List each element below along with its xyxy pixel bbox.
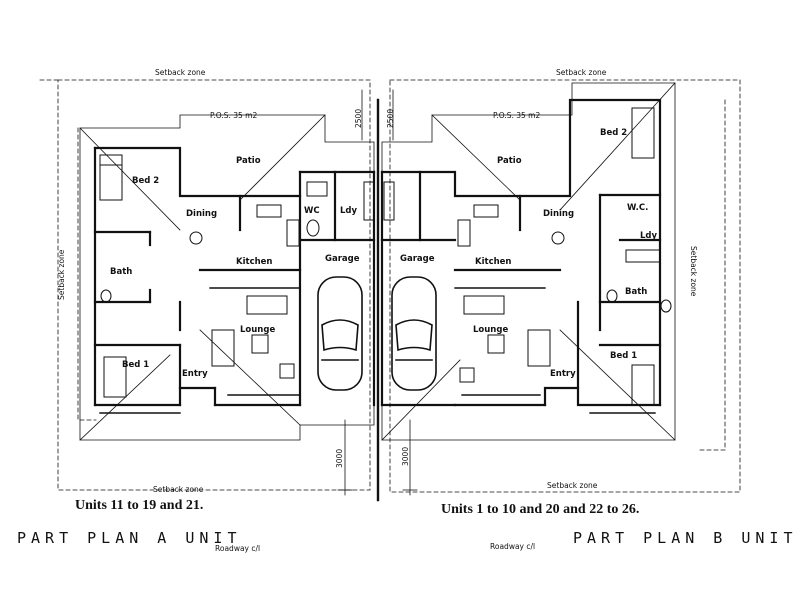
dimension-top-right: 2500 <box>386 108 395 128</box>
car-icon <box>317 276 363 391</box>
unit-a-furniture <box>99 154 375 398</box>
unit-a-room-ldy: Ldy <box>340 206 358 216</box>
unit-a-room-bed2: Bed 2 <box>132 176 160 186</box>
unit-b-walls <box>380 98 662 407</box>
pos-label-left: P.O.S. 35 m2 <box>210 111 258 120</box>
unit-b-room-bed1: Bed 1 <box>610 351 638 361</box>
caption-left: Units 11 to 19 and 21. <box>75 498 204 513</box>
unit-b-room-ldy: Ldy <box>640 231 658 241</box>
unit-a-room-entry: Entry <box>182 369 208 379</box>
unit-a-room-dining: Dining <box>186 209 218 219</box>
dimension-top-left: 2500 <box>354 108 363 128</box>
setback-label-bottom-left: Setback zone <box>153 485 204 494</box>
caption-right: Units 1 to 10 and 20 and 22 to 26. <box>441 502 640 517</box>
setback-label-top-left: Setback zone <box>155 68 206 77</box>
unit-a-room-kitchen: Kitchen <box>236 257 273 267</box>
unit-b-room-wc: W.C. <box>627 203 649 213</box>
unit-a-room-bath: Bath <box>110 267 133 277</box>
unit-b-room-patio: Patio <box>497 156 522 166</box>
unit-a-room-lounge: Lounge <box>240 325 276 335</box>
setback-label-top-right: Setback zone <box>556 68 607 77</box>
setback-boundary <box>39 79 741 493</box>
unit-a-room-garage: Garage <box>325 254 360 264</box>
setback-label-bottom-right: Setback zone <box>547 481 598 490</box>
unit-b-room-bath: Bath <box>625 287 648 297</box>
unit-b-room-lounge: Lounge <box>473 325 509 335</box>
setback-label-left-side: Setback zone <box>57 249 66 300</box>
dimension-bottom-right: 3000 <box>401 446 410 466</box>
roadway-label-left: Roadway c/l <box>215 544 261 553</box>
unit-b-room-dining: Dining <box>543 209 575 219</box>
dimension-bottom-left: 3000 <box>335 448 344 468</box>
roadway-label-right: Roadway c/l <box>490 542 536 551</box>
roof-outline <box>79 82 676 441</box>
setback-label-right-side: Setback zone <box>689 246 698 297</box>
dimension-lines <box>337 89 418 496</box>
car-icon <box>391 276 437 391</box>
title-part-plan-b: PART PLAN B UNIT <box>573 529 798 547</box>
unit-a-room-bed1: Bed 1 <box>122 360 150 370</box>
window-lines <box>99 287 656 414</box>
unit-a-walls <box>93 146 376 407</box>
unit-b-room-garage: Garage <box>400 254 435 264</box>
unit-b-room-entry: Entry <box>550 369 576 379</box>
title-part-plan-a: PART PLAN A UNIT <box>17 529 242 547</box>
unit-a-room-patio: Patio <box>236 156 261 166</box>
unit-a-room-wc: WC <box>304 206 320 216</box>
pos-label-right: P.O.S. 35 m2 <box>493 111 541 120</box>
unit-b-room-kitchen: Kitchen <box>475 257 512 267</box>
unit-b-furniture <box>383 107 672 406</box>
unit-b-room-bed2: Bed 2 <box>600 128 628 138</box>
